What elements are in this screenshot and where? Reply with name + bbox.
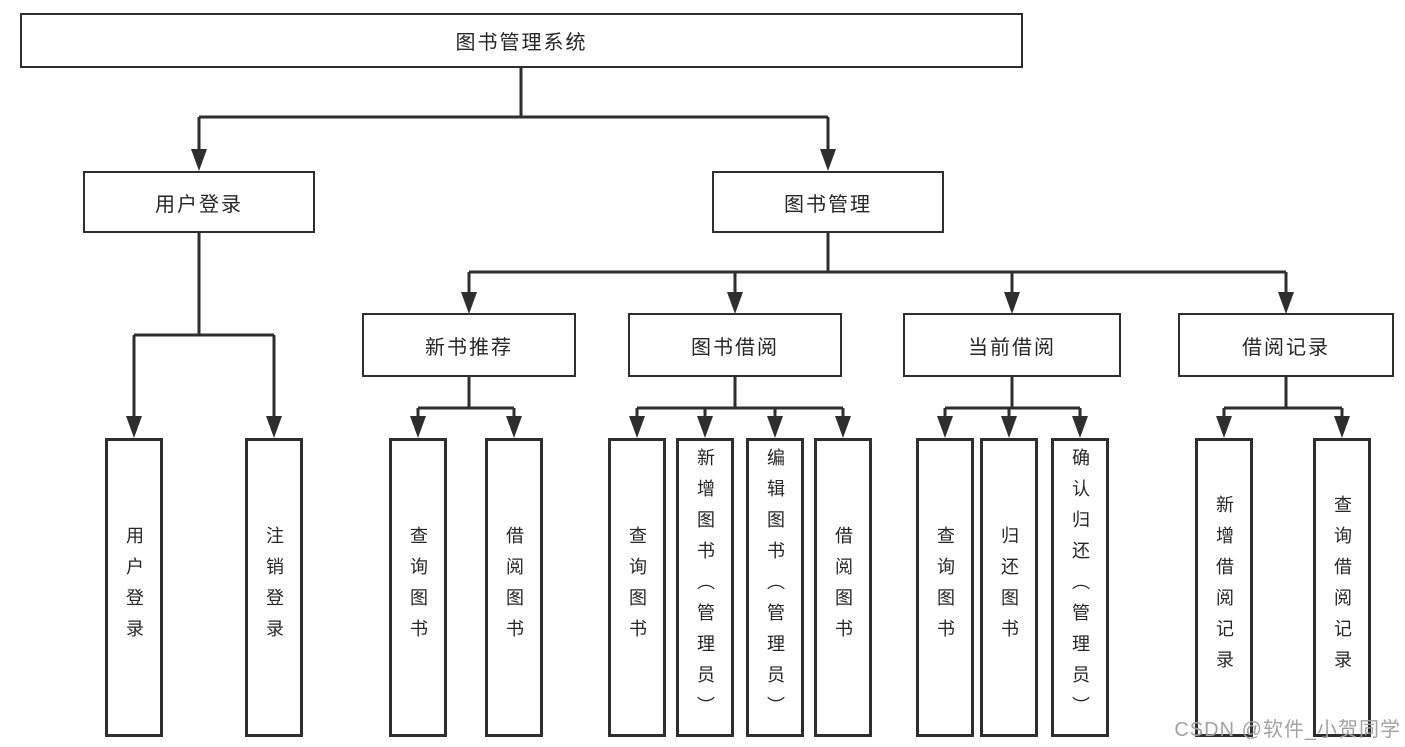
node-book-borrowing: 图书借阅 [628, 313, 842, 377]
leaf-user-login: 用户登录 [105, 438, 163, 737]
leaf-label: 查询图书 [408, 525, 428, 650]
edges-book-borrowing-to-leaves [629, 377, 851, 438]
leaf-query-books-current: 查询图书 [916, 438, 974, 737]
leaf-add-borrow-record: 新增借阅记录 [1195, 438, 1253, 737]
leaf-label: 用户登录 [124, 525, 144, 650]
node-new-book-recommend: 新书推荐 [362, 313, 576, 377]
leaf-label: 查询图书 [627, 525, 647, 650]
edges-new-book-recommend-to-leaves [410, 377, 522, 438]
leaf-label: 查询图书 [935, 525, 955, 650]
leaf-label: 新增图书（管理员） [695, 448, 715, 727]
leaf-add-books-admin: 新增图书（管理员） [676, 438, 734, 737]
csdn-watermark: CSDN @软件_小贺同学 [1174, 719, 1401, 741]
node-label: 借阅记录 [1242, 336, 1330, 359]
edges-root-to-level2 [191, 68, 836, 171]
leaf-query-books-borrowing: 查询图书 [608, 438, 666, 737]
node-borrowing-records: 借阅记录 [1178, 313, 1394, 377]
leaf-edit-books-admin: 编辑图书（管理员） [746, 438, 804, 737]
leaf-borrow-books: 借阅图书 [814, 438, 872, 737]
node-label: 当前借阅 [968, 336, 1056, 359]
leaf-label: 注销登录 [264, 525, 284, 650]
leaf-query-borrow-record: 查询借阅记录 [1313, 438, 1371, 737]
leaf-label: 编辑图书（管理员） [765, 448, 785, 727]
node-user-login-group: 用户登录 [83, 171, 315, 233]
leaf-borrow-books-recommend: 借阅图书 [485, 438, 543, 737]
node-label: 新书推荐 [425, 336, 513, 359]
leaf-logout: 注销登录 [245, 438, 303, 737]
node-current-borrowing: 当前借阅 [903, 313, 1121, 377]
leaf-label: 查询借阅记录 [1332, 494, 1352, 681]
leaf-label: 归还图书 [999, 525, 1019, 650]
leaf-confirm-return-admin: 确认归还（管理员） [1051, 438, 1109, 737]
edges-current-borrowing-to-leaves [937, 377, 1088, 438]
node-book-management-group: 图书管理 [712, 171, 944, 233]
edges-borrowing-records-to-leaves [1216, 377, 1350, 438]
leaf-label: 新增借阅记录 [1214, 494, 1234, 681]
leaf-return-books: 归还图书 [980, 438, 1038, 737]
node-root-library-management-system: 图书管理系统 [20, 13, 1023, 68]
leaf-label: 确认归还（管理员） [1070, 448, 1090, 727]
node-label: 图书借阅 [691, 336, 779, 359]
leaf-label: 借阅图书 [504, 525, 524, 650]
edges-user-login-to-leaves [126, 233, 282, 438]
node-label: 图书管理系统 [455, 32, 588, 54]
edges-book-management-to-level3 [461, 233, 1294, 314]
leaf-query-books-recommend: 查询图书 [389, 438, 447, 737]
node-label: 图书管理 [784, 193, 872, 216]
leaf-label: 借阅图书 [833, 525, 853, 650]
node-label: 用户登录 [155, 193, 243, 216]
